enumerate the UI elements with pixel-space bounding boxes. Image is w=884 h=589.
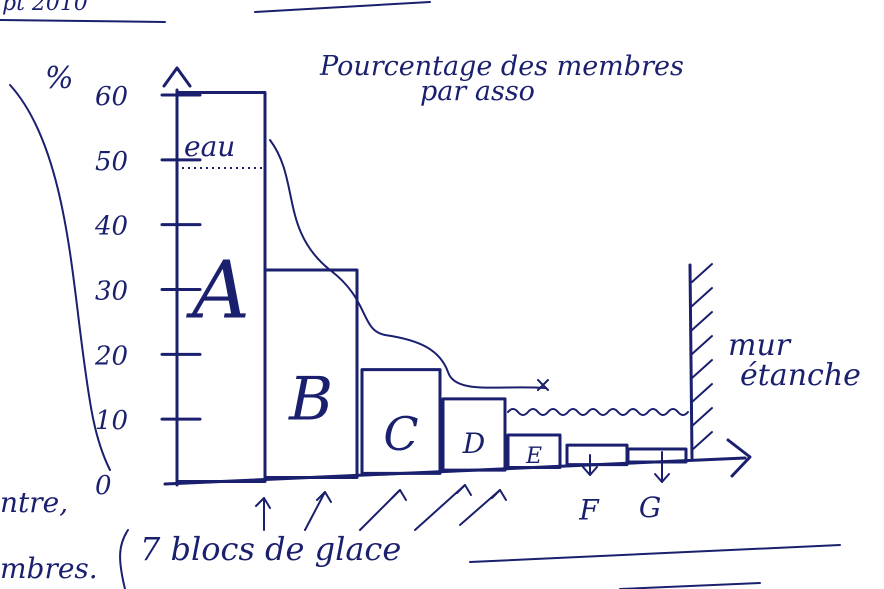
y-tick-label: 10 (95, 406, 128, 436)
wall-hatch-stroke (691, 311, 713, 331)
wall-hatch-stroke (691, 383, 713, 403)
down-arrow-head-1 (582, 466, 598, 476)
x-axis-arrow (726, 438, 752, 478)
margin-curve (9, 84, 111, 471)
bar-D (441, 397, 507, 472)
y-tick-label: 20 (94, 341, 128, 371)
y-tick-label: 60 (95, 82, 128, 112)
bar-label-E: E (525, 444, 542, 469)
water-flow-path (269, 139, 546, 389)
wall-hatching (691, 263, 713, 451)
block-arrow-head-1 (255, 497, 271, 509)
water-flow-end-mark (537, 379, 549, 391)
footer-caption: 7 blocs de glace (140, 530, 401, 568)
header-underline (0, 19, 166, 23)
wall-label-line2: étanche (740, 358, 861, 393)
diagram-title-line1: Pourcentage des membres (319, 51, 684, 82)
diagram-title-line2: par asso (420, 76, 535, 107)
wall-hatch-stroke (691, 287, 713, 307)
wall-hatch-stroke (691, 263, 713, 283)
block-arrow-head-5 (491, 489, 507, 501)
y-axis-ticks: 0 10 20 30 40 50 60 (94, 82, 202, 501)
bar-G (626, 447, 688, 464)
y-axis-arrow (162, 66, 192, 88)
block-arrow-2 (304, 491, 326, 531)
bar-label-A: A (185, 243, 250, 336)
margin-fragment-2: mbres. (0, 552, 98, 585)
bar-label-D: D (462, 427, 485, 460)
down-arrow-head-2 (654, 473, 670, 483)
y-tick-label: 0 (95, 471, 112, 501)
y-tick-label: 30 (95, 277, 128, 307)
y-axis-unit: % (45, 61, 74, 96)
bar-E (506, 433, 562, 469)
y-tick-label: 40 (94, 212, 128, 242)
margin-fragment-1: ntre, (0, 486, 68, 519)
bar-label-F: F (578, 494, 600, 527)
water-surface-waves (507, 408, 689, 416)
bar-F (565, 443, 629, 467)
header-stroke (254, 1, 431, 13)
water-label: eau (184, 130, 235, 163)
bar-C (360, 368, 442, 475)
wall-hatch-stroke (691, 359, 713, 379)
footer-stroke-2 (619, 582, 761, 589)
block-arrow-head-3 (391, 489, 407, 501)
bar-label-C: C (383, 407, 418, 461)
header-fragment: pt 2010 (2, 0, 88, 16)
bar-B (263, 268, 359, 479)
block-arrows (255, 451, 670, 531)
bar-label-B: B (288, 365, 333, 435)
wall-hatch-stroke (691, 407, 713, 427)
footer-stroke (469, 544, 841, 563)
margin-bracket (119, 529, 129, 589)
wall-label-line1: mur (728, 328, 792, 363)
block-arrow-head-4 (456, 484, 472, 496)
block-arrow-head-2 (316, 491, 332, 503)
wall-hatch-stroke (691, 335, 713, 355)
wall-line (688, 263, 694, 460)
y-tick-label: 50 (95, 147, 128, 177)
wall-hatch-stroke (691, 431, 713, 451)
bar-label-G: G (639, 491, 661, 524)
